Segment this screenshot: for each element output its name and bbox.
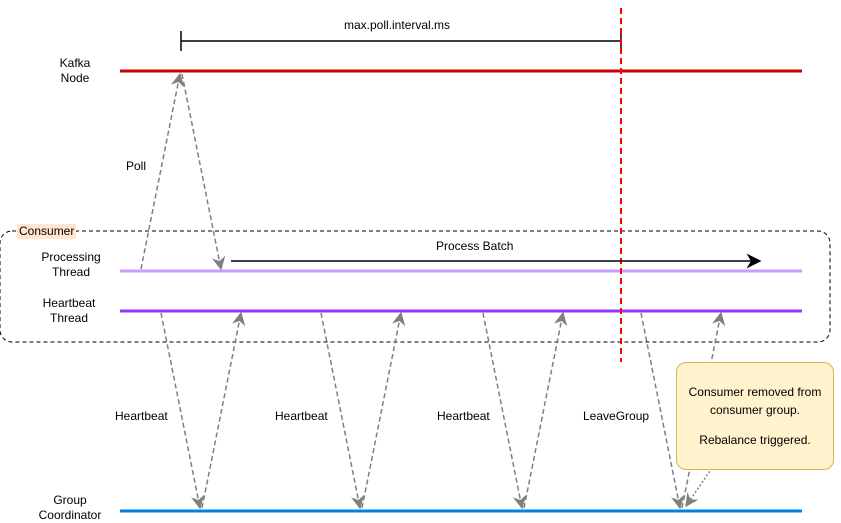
- heartbeat-1-request-arrow: [160, 312, 205, 510]
- poll-request-arrow: [140, 72, 185, 270]
- heartbeat-3-response-arrow: [523, 311, 568, 509]
- consumer-group-boundary: [0, 230, 831, 343]
- rebalance-note-line2: Rebalance triggered.: [699, 433, 811, 447]
- rebalance-note-line1: Consumer removed from consumer group.: [688, 385, 822, 417]
- leave-group-label: LeaveGroup: [583, 409, 650, 423]
- heartbeat-3-request-arrow: [482, 312, 527, 510]
- group-coordinator-label: Group Coordinator: [38, 493, 102, 522]
- heartbeat-1-response-arrow: [201, 311, 246, 509]
- heartbeat-label-2: Heartbeat: [275, 409, 328, 423]
- heartbeat-2-response-arrow: [361, 311, 406, 509]
- rebalance-note: Consumer removed from consumer group. Re…: [676, 362, 834, 470]
- process-batch-label: Process Batch: [436, 239, 514, 253]
- processing-thread-label: Processing Thread: [41, 250, 101, 279]
- heartbeat-label-1: Heartbeat: [115, 409, 168, 423]
- heartbeat-label-3: Heartbeat: [437, 409, 490, 423]
- heartbeat-2-request-arrow: [320, 312, 365, 510]
- consumer-group-label: Consumer: [17, 224, 77, 239]
- note-connector: [685, 467, 713, 508]
- kafka-node-label: Kafka Node: [59, 56, 91, 85]
- interval-label: max.poll.interval.ms: [344, 18, 451, 32]
- poll-response-arrow: [181, 73, 226, 271]
- poll-label: Poll: [126, 159, 147, 173]
- heartbeat-thread-label: Heartbeat Thread: [42, 296, 96, 325]
- leave-group-request-arrow: [640, 312, 685, 510]
- interval-bracket: [180, 31, 622, 51]
